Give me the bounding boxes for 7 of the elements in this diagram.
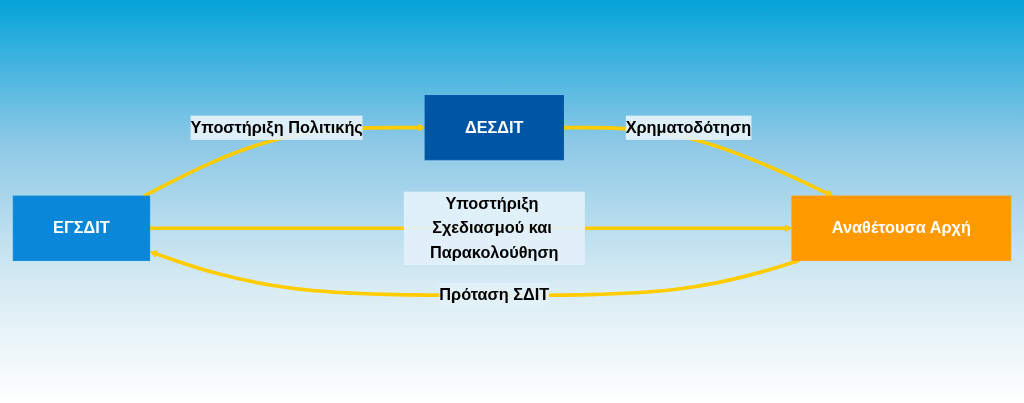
- edge-label: Πρόταση ΣΔΙΤ: [439, 285, 550, 304]
- edge-label: Υποστήριξη Πολιτικής: [190, 118, 363, 137]
- node-box: Αναθέτουσα Αρχή: [791, 195, 1012, 261]
- edge-label: Υποστήριξη Σχεδιασμού και Παρακολούθηση: [429, 194, 559, 262]
- node-box: ΕΓΣΔΙΤ: [12, 195, 151, 261]
- edge-label: Χρηματοδότηση: [625, 118, 752, 137]
- node-box: ΔΕΣΔΙΤ: [424, 95, 564, 161]
